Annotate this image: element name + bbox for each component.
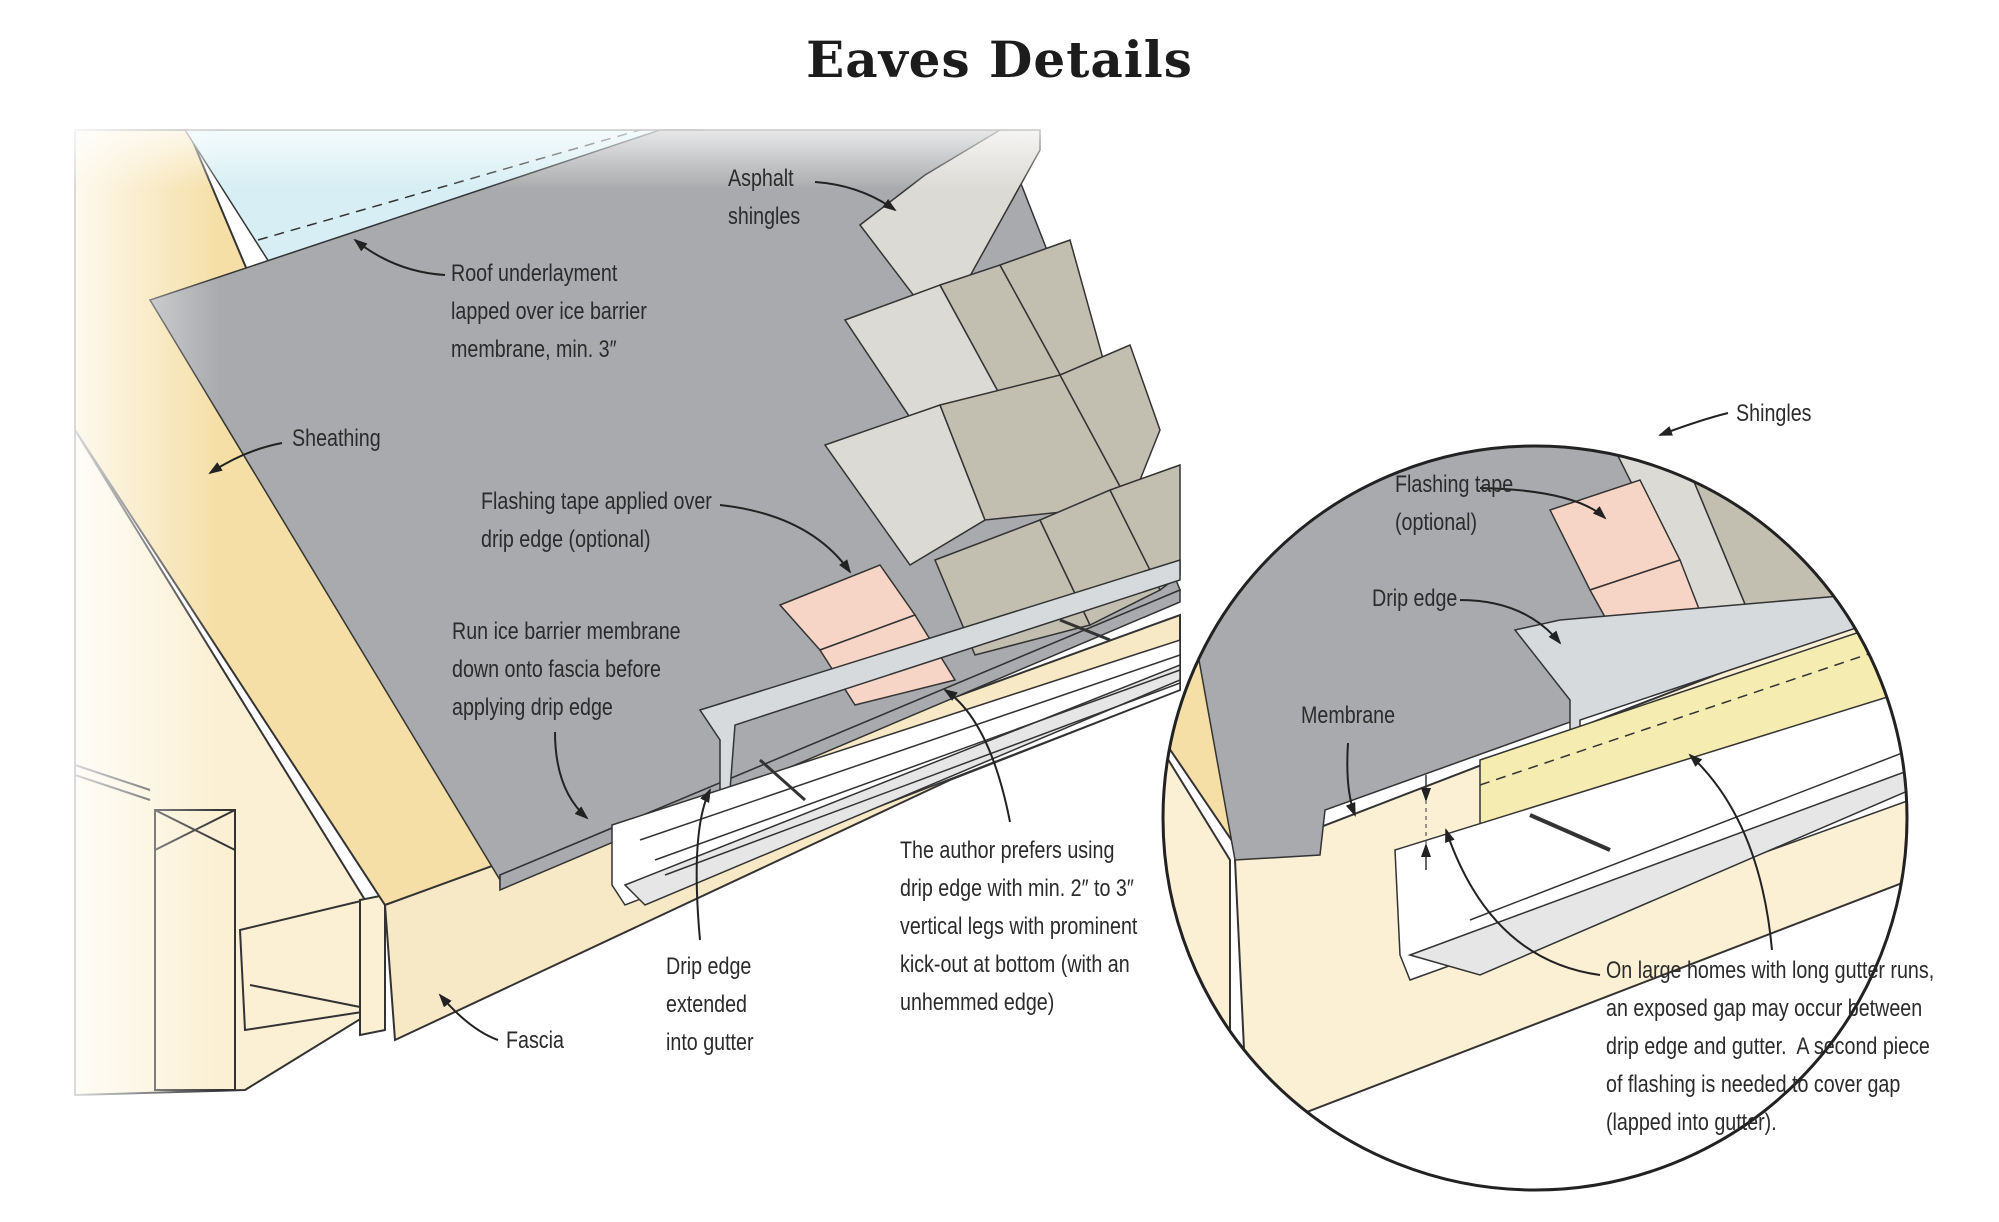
diagram-title: Eaves Details xyxy=(806,30,1193,89)
label-shingles-detail: Shingles xyxy=(1736,400,1812,427)
label-drip-edge-extended: Drip edge extended into gutter xyxy=(666,953,754,1056)
label-flashing-tape-main: Flashing tape applied over drip edge (op… xyxy=(481,488,712,553)
label-fascia: Fascia xyxy=(506,1027,564,1054)
asphalt-shingle-courses xyxy=(823,129,1181,656)
drip-edge xyxy=(698,558,1181,791)
label-large-homes-note: On large homes with long gutter runs, an… xyxy=(1606,957,1935,1136)
label-run-ice-barrier: Run ice barrier membrane down onto fasci… xyxy=(452,618,681,721)
label-sheathing: Sheathing xyxy=(292,425,381,452)
main-eave-drawing xyxy=(60,120,1181,1110)
magnified-detail xyxy=(1161,444,1909,1192)
label-roof-underlayment: Roof underlayment lapped over ice barrie… xyxy=(451,260,647,363)
gutter xyxy=(611,618,1181,906)
leader-lines xyxy=(208,181,1773,1041)
label-asphalt-shingles: Asphalt shingles xyxy=(728,165,801,230)
label-author-prefers: The author prefers using drip edge with … xyxy=(900,837,1138,1016)
label-flashing-tape-detail: Flashing tape (optional) xyxy=(1395,471,1514,536)
label-drip-edge-detail: Drip edge xyxy=(1372,585,1458,612)
label-membrane-detail: Membrane xyxy=(1301,702,1396,729)
